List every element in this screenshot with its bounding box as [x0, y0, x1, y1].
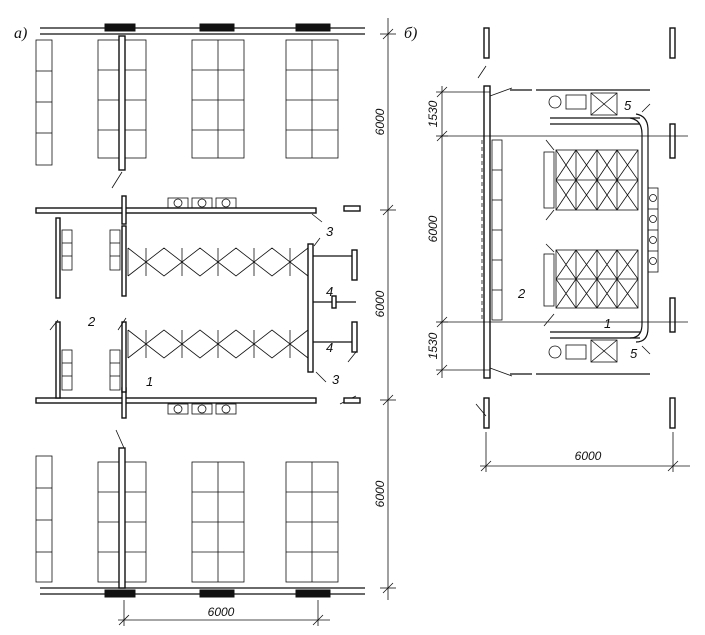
- panel-a-vertical-dimensions: 6000 6000 6000: [373, 18, 396, 600]
- callout-3-top: 3: [326, 224, 334, 239]
- callout-2-b: 2: [517, 286, 526, 301]
- panel-b-horizontal-dimension: 6000: [480, 432, 690, 472]
- callout-2: 2: [87, 314, 96, 329]
- panel-b-label: б): [404, 25, 417, 42]
- panel-b: б) 5: [404, 25, 690, 472]
- callout-3-bottom: 3: [332, 372, 340, 387]
- dimension-1530-bottom: 1530: [426, 332, 440, 359]
- cubicle-bottom: 5: [536, 331, 651, 375]
- dimension-top: 6000: [373, 108, 387, 135]
- middle-room: 1 2 3 4 4 3: [35, 195, 361, 419]
- lower-shelving-block: [35, 429, 339, 589]
- dimension-horizontal-a: 6000: [208, 605, 235, 619]
- callout-1: 1: [146, 374, 153, 389]
- callout-4-top: 4: [326, 284, 333, 299]
- upper-shelving-block: [35, 35, 339, 189]
- callout-5-bottom: 5: [630, 346, 638, 361]
- panel-a-horizontal-dimension: 6000: [118, 600, 330, 626]
- radiator-bottom: [167, 403, 237, 415]
- locker-block-upper: [543, 139, 639, 221]
- panel-b-vertical-dimensions: 1530 6000 1530: [426, 86, 490, 378]
- bottom-outer-wall: [40, 587, 365, 598]
- locker-row-lower: [127, 329, 309, 359]
- dimension-1530-top: 1530: [426, 100, 440, 127]
- radiator-right: [647, 187, 659, 273]
- dimension-middle: 6000: [373, 290, 387, 317]
- shower-cubicles: [307, 205, 361, 405]
- dimension-horizontal-b: 6000: [575, 449, 602, 463]
- radiator-top: [167, 197, 237, 209]
- dimension-bottom: 6000: [373, 480, 387, 507]
- panel-a-label: а): [14, 25, 27, 42]
- callout-5-top: 5: [624, 98, 632, 113]
- dimension-6000-vertical: 6000: [426, 215, 440, 242]
- locker-block-lower: [543, 243, 639, 327]
- top-outer-wall: [40, 23, 365, 35]
- locker-row-upper: [127, 247, 309, 277]
- panel-a: а): [14, 18, 396, 626]
- cubicle-top: 5: [536, 89, 651, 125]
- callout-1-b: 1: [604, 316, 611, 331]
- callout-4-bottom: 4: [326, 340, 333, 355]
